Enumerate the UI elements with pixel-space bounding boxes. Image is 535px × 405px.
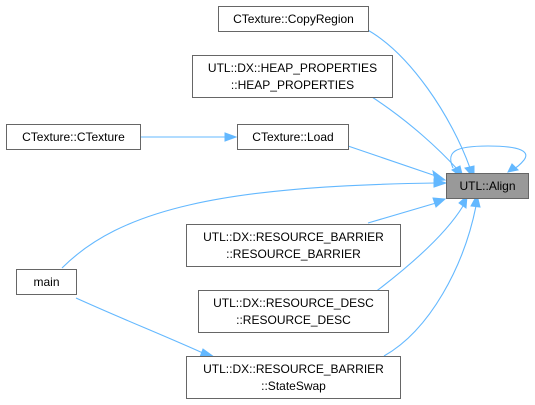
node-label: UTL::Align [459, 179, 515, 193]
edge-ctexture-to-load [140, 132, 238, 142]
node-label: CTexture::Load [252, 130, 333, 144]
edge-heapprops-to-align [371, 96, 464, 180]
edge-load-to-align [347, 145, 447, 182]
edge-resourcebarrier-to-align [367, 197, 447, 224]
node-label-line-2: ::HEAP_PROPERTIES [231, 78, 354, 92]
edge-align-self-loop [450, 145, 527, 173]
node-stateswap[interactable]: UTL::DX::RESOURCE_BARRIER ::StateSwap [186, 356, 401, 399]
node-label: CTexture::CTexture [22, 130, 125, 144]
node-utl-align[interactable]: UTL::Align [446, 173, 529, 199]
node-label-line-1: UTL::DX::RESOURCE_BARRIER [203, 362, 384, 376]
node-label-line-2: ::RESOURCE_DESC [236, 313, 351, 327]
node-ctexture-ctexture[interactable]: CTexture::CTexture [6, 124, 141, 150]
node-ctexture-copyregion[interactable]: CTexture::CopyRegion [218, 6, 369, 32]
node-main[interactable]: main [16, 269, 77, 295]
node-resource-desc[interactable]: UTL::DX::RESOURCE_DESC ::RESOURCE_DESC [198, 290, 389, 333]
edge-main-to-align [61, 178, 448, 269]
node-label: CTexture::CopyRegion [233, 12, 354, 26]
node-resource-barrier[interactable]: UTL::DX::RESOURCE_BARRIER ::RESOURCE_BAR… [186, 224, 401, 267]
edge-main-to-stateswap [75, 297, 216, 358]
node-label-line-1: UTL::DX::HEAP_PROPERTIES [208, 61, 377, 75]
node-label-line-1: UTL::DX::RESOURCE_BARRIER [203, 230, 384, 244]
node-ctexture-load[interactable]: CTexture::Load [237, 124, 349, 150]
edge-stateswap-to-align [383, 193, 481, 357]
node-label: main [33, 275, 59, 289]
node-heap-properties[interactable]: UTL::DX::HEAP_PROPERTIES ::HEAP_PROPERTI… [192, 55, 393, 98]
node-label-line-2: ::StateSwap [261, 379, 326, 393]
node-label-line-1: UTL::DX::RESOURCE_DESC [213, 296, 374, 310]
node-label-line-2: ::RESOURCE_BARRIER [226, 247, 361, 261]
